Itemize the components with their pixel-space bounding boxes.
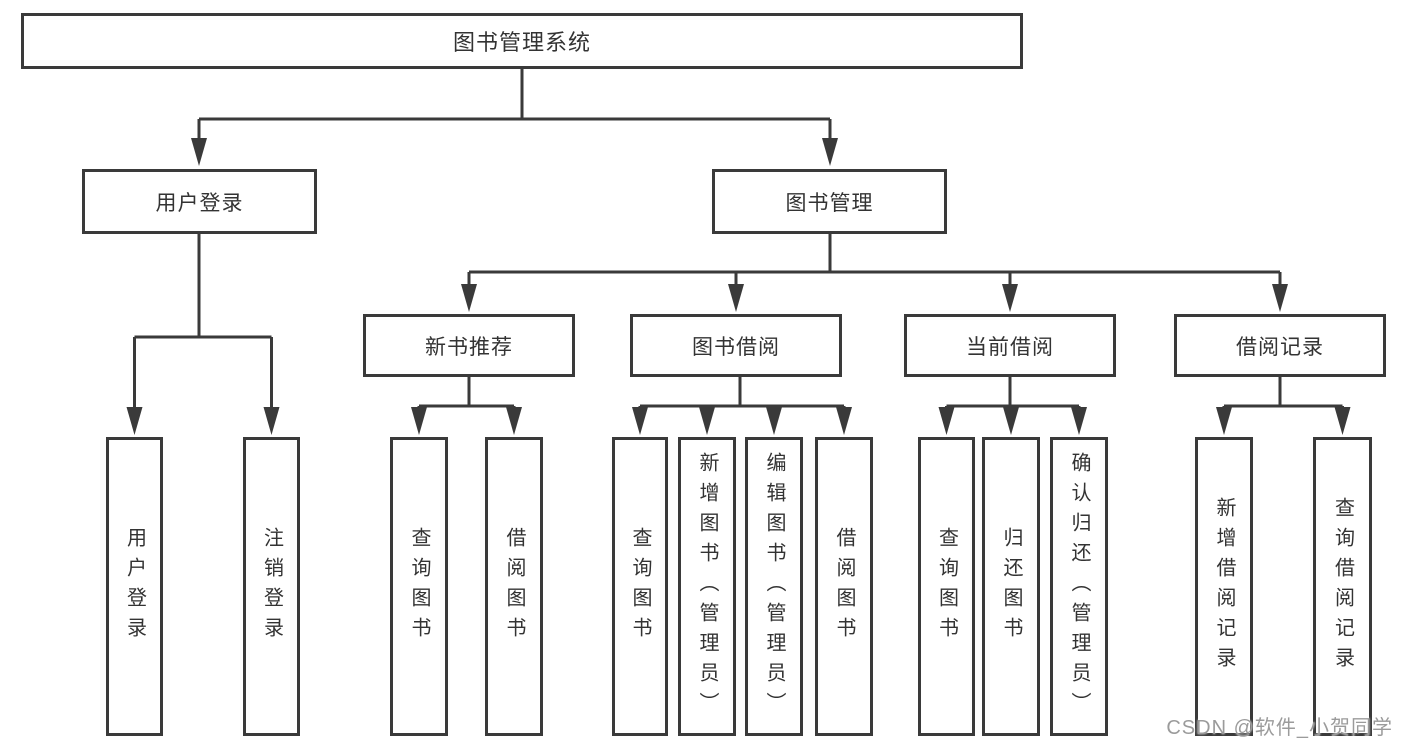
- node-book-management: 图书管理: [712, 169, 947, 234]
- watermark: CSDN @软件_小贺同学: [1166, 717, 1393, 739]
- node-book-management-label: 图书管理: [785, 191, 874, 215]
- node-leaf-return-books: 归还图书: [982, 437, 1040, 736]
- node-leaf-logout-label: 注销登录: [260, 526, 283, 647]
- node-leaf-query-books-current-label: 查询图书: [935, 526, 958, 647]
- node-library-system-label: 图书管理系统: [452, 30, 591, 55]
- node-leaf-query-books-recommend: 查询图书: [390, 437, 448, 736]
- node-leaf-add-books-admin: 新增图书（管理员）: [678, 437, 736, 736]
- node-leaf-edit-books-admin-label: 编辑图书（管理员）: [763, 451, 785, 722]
- node-new-book-recommendation: 新书推荐: [363, 314, 575, 377]
- node-leaf-confirm-return-admin: 确认归还（管理员）: [1050, 437, 1108, 736]
- node-leaf-borrow-books: 借阅图书: [815, 437, 873, 736]
- node-leaf-query-borrow-record: 查询借阅记录: [1313, 437, 1372, 736]
- node-current-borrowing-label: 当前借阅: [966, 335, 1054, 359]
- node-leaf-query-books-borrow-label: 查询图书: [629, 526, 651, 647]
- node-leaf-user-login: 用户登录: [106, 437, 163, 736]
- node-leaf-user-login-label: 用户登录: [123, 526, 146, 647]
- node-book-borrowing: 图书借阅: [630, 314, 842, 377]
- node-user-login-label: 用户登录: [155, 191, 244, 215]
- node-book-borrowing-label: 图书借阅: [692, 335, 780, 359]
- node-leaf-query-books-borrow: 查询图书: [612, 437, 668, 736]
- node-leaf-add-books-admin-label: 新增图书（管理员）: [696, 451, 718, 722]
- node-current-borrowing: 当前借阅: [904, 314, 1116, 377]
- node-leaf-borrow-books-label: 借阅图书: [833, 526, 855, 647]
- node-leaf-borrow-books-recommend: 借阅图书: [485, 437, 543, 736]
- node-user-login: 用户登录: [82, 169, 317, 234]
- node-leaf-return-books-label: 归还图书: [1000, 526, 1022, 647]
- node-leaf-query-books-current: 查询图书: [918, 437, 975, 736]
- node-leaf-borrow-books-recommend-label: 借阅图书: [503, 526, 525, 647]
- node-leaf-confirm-return-admin-label: 确认归还（管理员）: [1068, 451, 1090, 722]
- node-leaf-query-borrow-record-label: 查询借阅记录: [1331, 496, 1354, 677]
- node-new-book-recommendation-label: 新书推荐: [425, 335, 513, 359]
- node-leaf-query-books-recommend-label: 查询图书: [408, 526, 430, 647]
- node-leaf-add-borrow-record: 新增借阅记录: [1195, 437, 1253, 736]
- arrowhead-icons: [126, 138, 1351, 435]
- node-borrowing-records: 借阅记录: [1174, 314, 1386, 377]
- node-library-system: 图书管理系统: [21, 13, 1023, 69]
- node-leaf-edit-books-admin: 编辑图书（管理员）: [745, 437, 803, 736]
- node-leaf-logout: 注销登录: [243, 437, 300, 736]
- node-leaf-add-borrow-record-label: 新增借阅记录: [1213, 496, 1235, 677]
- node-borrowing-records-label: 借阅记录: [1236, 335, 1324, 359]
